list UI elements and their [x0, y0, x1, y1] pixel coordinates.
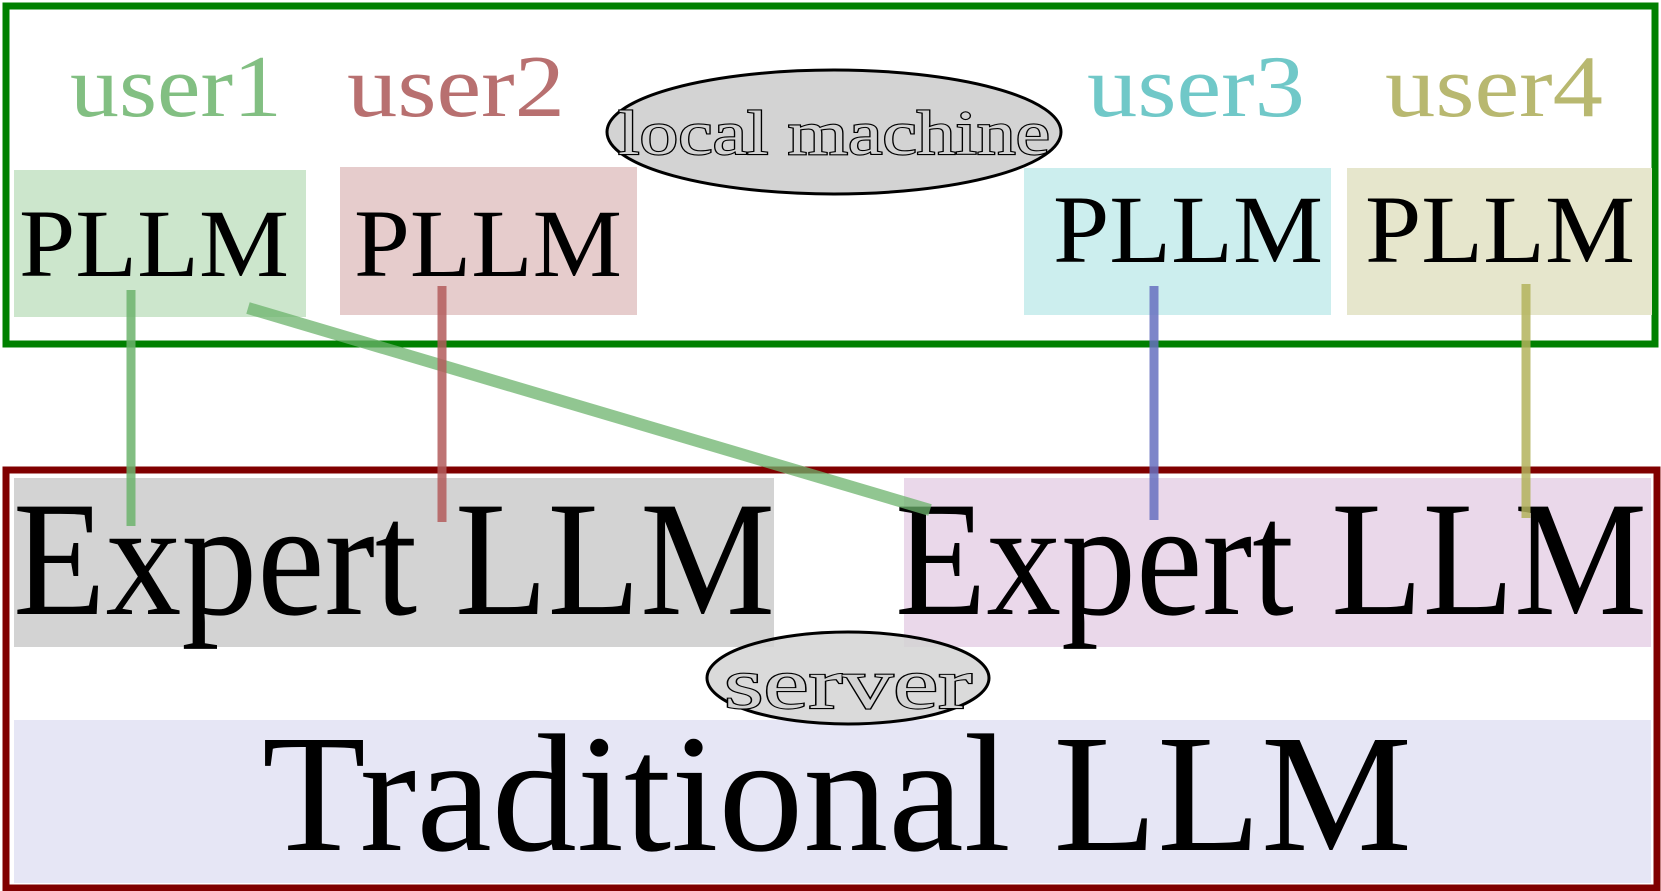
server-label: server: [724, 644, 972, 724]
server-badge: server: [705, 630, 991, 726]
server-group: Expert LLM Expert LLM Traditional LLM se…: [2, 466, 1661, 891]
user1-to-expert2-link: [246, 302, 932, 516]
local-machine-border: [2, 2, 1659, 348]
user3-label: user3: [1087, 39, 1305, 136]
user4-label: user4: [1385, 39, 1603, 136]
user2-pllm-box: [340, 167, 637, 315]
user2-label: user2: [347, 39, 565, 136]
expert-llm-label-2: Expert LLM: [895, 469, 1647, 650]
server-ellipse: [705, 630, 991, 726]
user2-pllm-label: PLLM: [354, 190, 622, 297]
user3-pllm-label: PLLM: [1053, 176, 1323, 283]
connections: [126, 284, 1531, 526]
traditional-llm-box: [14, 720, 1651, 883]
local-machine-ellipse: [605, 68, 1063, 196]
user3-pllm-box: [1024, 168, 1331, 315]
user4-pllm-box: [1347, 168, 1652, 315]
user1-label: user1: [70, 39, 282, 136]
expert-llm-label-1: Expert LLM: [13, 469, 775, 650]
local-machine-badge: local machine: [605, 68, 1063, 196]
user1-pllm-label: PLLM: [19, 190, 289, 297]
local-machine-label: local machine: [618, 100, 1050, 168]
user4-pllm-label: PLLM: [1365, 176, 1635, 283]
user1-pllm-box: [14, 170, 306, 317]
expert-llm-box-1: [14, 478, 774, 647]
local-machine-group: user1 user2 user3 user4 PLLM PLLM PLLM P…: [2, 2, 1659, 348]
traditional-llm-label: Traditional LLM: [262, 701, 1412, 887]
